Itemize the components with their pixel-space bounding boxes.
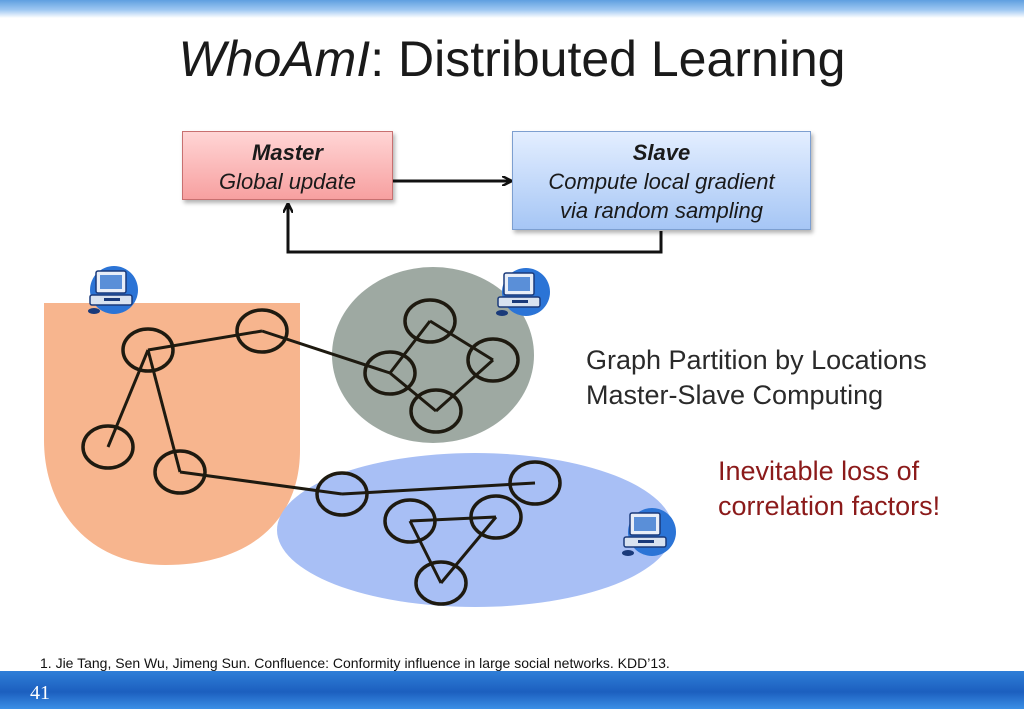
master-box: Master Global update	[182, 131, 393, 200]
description-line2: Master-Slave Computing	[586, 380, 884, 410]
slave-text-line2: via random sampling	[560, 198, 763, 223]
partition-orange	[44, 303, 300, 565]
graph-node	[81, 424, 135, 470]
master-text: Global update	[219, 169, 356, 194]
top-band	[0, 0, 1024, 18]
slave-box: Slave Compute local gradient via random …	[512, 131, 811, 230]
graph-node	[235, 308, 289, 354]
graph-node	[414, 560, 468, 606]
graph-node	[469, 494, 523, 540]
graph-node	[466, 337, 520, 383]
slave-text-line1: Compute local gradient	[548, 169, 775, 194]
page-number: 41	[30, 682, 50, 704]
title-italic: WhoAmI	[178, 31, 371, 87]
graph-node	[363, 350, 417, 396]
computer-icon	[496, 268, 550, 316]
description-line1: Graph Partition by Locations	[586, 345, 927, 375]
title-rest: : Distributed Learning	[370, 31, 846, 87]
slave-heading: Slave	[632, 140, 691, 165]
graph-node	[153, 449, 207, 495]
computer-icon	[622, 508, 676, 556]
bottom-band	[0, 671, 1024, 709]
description-text: Graph Partition by Locations Master-Slav…	[586, 343, 927, 413]
highlight-text: Inevitable loss of correlation factors!	[718, 454, 940, 524]
graph-node	[315, 471, 369, 517]
graph-node	[403, 298, 457, 344]
graph-node	[383, 498, 437, 544]
arrow-slave-to-master	[288, 205, 663, 254]
graph-node	[121, 327, 175, 373]
partition-gray	[332, 267, 534, 443]
computer-icon	[88, 266, 138, 314]
master-heading: Master	[252, 140, 323, 165]
footnote: 1. Jie Tang, Sen Wu, Jimeng Sun. Conflue…	[40, 655, 670, 671]
graph-node	[409, 388, 463, 434]
slide-title: WhoAmI: Distributed Learning	[0, 30, 1024, 88]
graph-node	[508, 460, 562, 506]
highlight-line1: Inevitable loss of	[718, 456, 920, 486]
highlight-line2: correlation factors!	[718, 491, 941, 521]
